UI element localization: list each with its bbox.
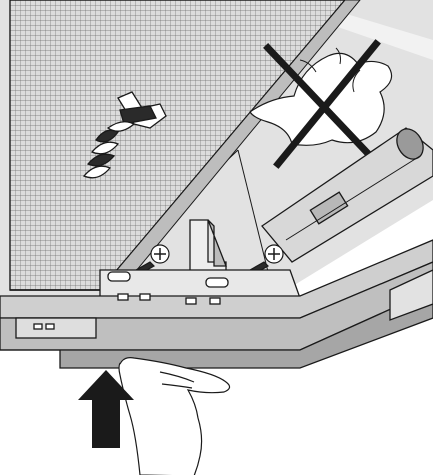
- hand: [118, 357, 231, 475]
- spring-clip-fastener: [82, 91, 167, 179]
- prohibition-cross-icon: [263, 39, 381, 169]
- push-up-arrow: [78, 370, 134, 448]
- slotted-rail: [0, 239, 433, 369]
- handle-tube: [261, 127, 433, 263]
